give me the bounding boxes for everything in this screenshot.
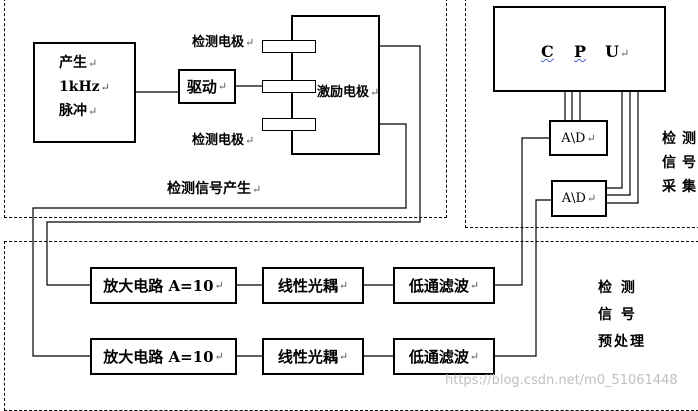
wire-adc-bottom-cpu-2 (607, 92, 631, 196)
generator-line-1: 产生↵ (59, 55, 98, 71)
electrode-detect-top-label: 检测电极↵ (192, 35, 255, 50)
lowpass-filter-2-box: 低通滤波↵ (393, 338, 495, 375)
optocoupler-2-box: 线性光耦↵ (262, 338, 364, 375)
lowpass-filter-1-box: 低通滤波↵ (393, 267, 495, 304)
driver-box: 驱动↵ (178, 69, 236, 104)
cpu-letter-p: P (574, 42, 587, 61)
amplifier-2-box: 放大电路 A=10↵ (90, 338, 237, 375)
electrode-detect-top (262, 40, 316, 53)
electrode-excite (262, 80, 316, 93)
generation-title: 检测信号产生↵ (167, 181, 262, 197)
electrode-detect-bottom-label: 检测电极↵ (192, 133, 255, 148)
cpu-letter-c: C (541, 42, 554, 61)
amplifier-1-box: 放大电路 A=10↵ (90, 267, 237, 304)
watermark-text: https://blog.csdn.net/m0_51061448 (445, 373, 678, 388)
region-signal-acquisition (465, 0, 698, 228)
connection-wires (32, 45, 639, 357)
pulse-generator-box (33, 42, 136, 143)
wire-adc-bottom-cpu-3 (607, 92, 639, 204)
cpu-letter-u: U↵ (605, 42, 630, 61)
optocoupler-1-box: 线性光耦↵ (262, 267, 364, 304)
adc-top-box: A\D↵ (549, 120, 608, 156)
wire-filter1-adc-top (495, 137, 549, 286)
wire-detect-bottom-amp2 (32, 123, 407, 357)
region-signal-generation (4, 0, 447, 218)
preprocess-title: 检 测 信 号 预处理 (598, 280, 646, 350)
generator-line-2: 1kHz↵ (59, 79, 110, 95)
wire-detect-top-amp1 (46, 45, 421, 286)
generator-line-3: 脉冲↵ (59, 103, 98, 119)
electrode-excite-label: 激励电极↵ (317, 85, 380, 100)
adc-bottom-box: A\D↵ (551, 180, 607, 217)
acquisition-title: 检测 信号 采集 (662, 131, 698, 195)
wire-filter2-adc-bottom (495, 199, 551, 357)
wire-adc-bottom-cpu-1 (607, 92, 623, 189)
electrode-detect-bottom (262, 118, 316, 131)
cpu-box (493, 6, 666, 92)
